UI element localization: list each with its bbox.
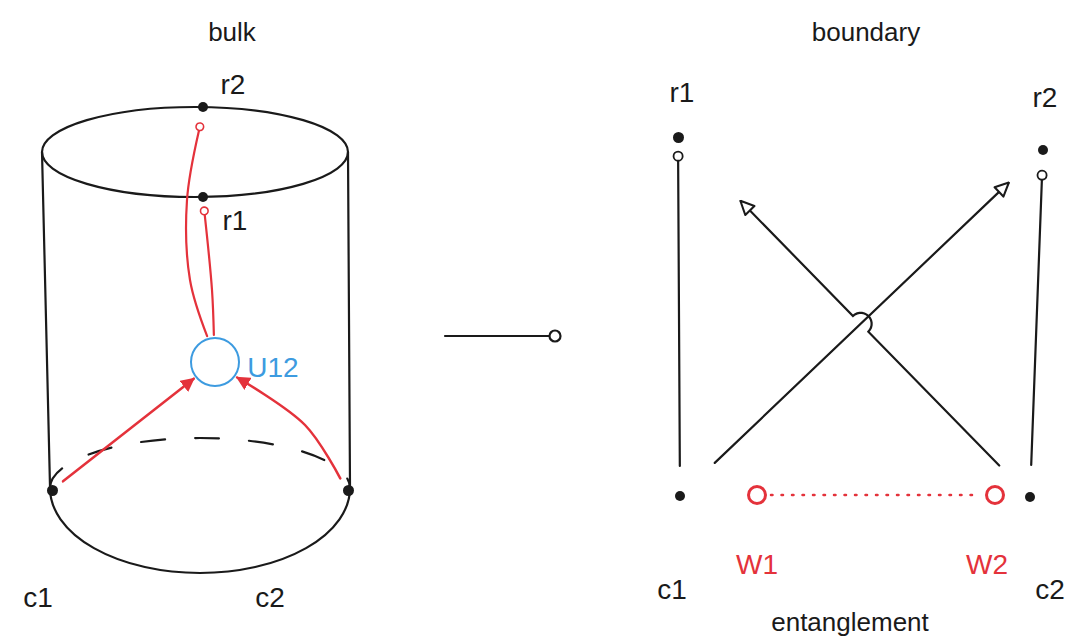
point-label: r2 xyxy=(221,70,246,101)
map-arrow xyxy=(445,335,549,337)
connector-line xyxy=(678,161,680,466)
entanglement-link xyxy=(771,494,981,497)
ring-node: W1 xyxy=(747,485,767,505)
point-node: c1 xyxy=(47,485,58,496)
point-dot xyxy=(1025,492,1035,502)
point-node: r2 xyxy=(198,102,208,112)
point-dot xyxy=(198,102,208,112)
cylinder-bottom-front xyxy=(50,488,350,573)
point-dot xyxy=(673,132,684,143)
point-dot xyxy=(343,485,354,496)
point-dot xyxy=(47,485,58,496)
connector-line xyxy=(715,183,1009,463)
panel-title: bulk xyxy=(208,18,256,47)
point-label: c1 xyxy=(657,575,687,606)
point-label: W2 xyxy=(966,550,1008,581)
connector-line xyxy=(237,377,340,478)
point-dot xyxy=(198,192,208,202)
panel-title: boundary xyxy=(812,18,920,47)
point-label: c2 xyxy=(1035,575,1065,606)
connector-line xyxy=(63,379,194,482)
marker-ring xyxy=(190,337,240,387)
point-label: W1 xyxy=(736,550,778,581)
point-node: r2 xyxy=(1038,145,1048,155)
point-node: r1 xyxy=(673,132,684,143)
marker-ring xyxy=(985,485,1005,505)
point-label: c2 xyxy=(255,583,285,614)
point-label: c1 xyxy=(23,583,53,614)
connector-line xyxy=(741,201,999,465)
point-label: r1 xyxy=(670,78,695,109)
cylinder-bottom-back xyxy=(50,438,350,488)
point-label: U12 xyxy=(247,353,298,384)
point-label: r1 xyxy=(223,206,248,237)
point-dot xyxy=(1038,145,1048,155)
point-node: c2 xyxy=(1025,492,1035,502)
point-dot xyxy=(675,491,685,501)
ring-node: W2 xyxy=(985,485,1005,505)
connector-line xyxy=(186,131,207,337)
connector-line xyxy=(205,215,214,335)
point-node: c1 xyxy=(675,491,685,501)
cylinder-side xyxy=(348,152,350,486)
point-label: r2 xyxy=(1033,83,1058,114)
cylinder-side xyxy=(42,152,50,486)
annotation-text: entanglement xyxy=(771,608,929,637)
marker-ring xyxy=(747,485,767,505)
point-node: c2 xyxy=(343,485,354,496)
map-arrow-head xyxy=(550,331,561,342)
point-node: r1 xyxy=(198,192,208,202)
ring-node: U12 xyxy=(190,337,240,387)
connector-line xyxy=(1031,180,1042,465)
